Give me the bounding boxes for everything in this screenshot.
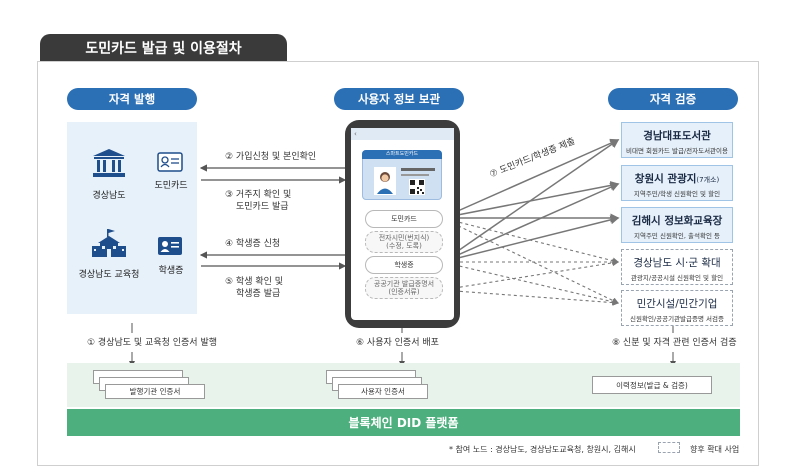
phone-chip-residence[interactable]: 전자시민(번지식) (수정, 도록)	[365, 231, 443, 253]
phone-chip-public-cert[interactable]: 공공기관 발급증명서 (인증서류)	[365, 277, 443, 299]
step-3-label-line1: ③ 거주지 확인 및	[225, 190, 292, 200]
verifier-changwon-title: 창원시 관광지	[634, 173, 697, 185]
verifier-gimhae-sub: 지역주민 신원확인, 출석확인 등	[633, 232, 720, 240]
issuer-domin-card-label: 도민카드	[154, 181, 188, 191]
verifier-changwon-suffix: (7개소)	[696, 176, 720, 184]
phone-chip-residence-line2: (수정, 도록)	[386, 242, 422, 250]
issuer-gyeongnam-label: 경상남도	[92, 191, 126, 201]
verifier-sigun-sub: 관광지/공공시설 신원확인 및 할인	[630, 274, 724, 282]
id-card-icon	[157, 152, 183, 172]
phone-chip-public-line2: (인증서류)	[388, 288, 420, 296]
page-title: 도민카드 발급 및 이용절차	[40, 34, 287, 61]
card-text-line	[401, 174, 429, 176]
verifier-gimhae-title: 김해시 정보화교육장	[631, 215, 723, 227]
step-4-label: ④ 학생증 신청	[225, 239, 281, 249]
verifier-changwon-sub: 지역주민/학생 신원확인 및 할인	[633, 190, 721, 198]
verifier-sigun-expansion: 경상남도 시·군 확대 관광지/공공시설 신원확인 및 할인	[621, 249, 733, 285]
phone-status-bar: ‹	[351, 128, 454, 140]
verifier-library-sub: 비대면 회원카드 발급/전자도서관이용	[625, 147, 728, 155]
card-text-line	[401, 168, 435, 171]
future-legend-label: 향후 확대 사업	[690, 445, 740, 454]
user-cert-card: 사용자 인증서	[338, 384, 428, 399]
step-6-label: ⑥ 사용자 인증서 배포	[356, 338, 439, 348]
verifier-gimhae: 김해시 정보화교육장 지역주민 신원확인, 출석확인 등	[621, 207, 733, 243]
verifier-private-title: 민간시설/민간기업	[636, 298, 718, 310]
step-3-label-line2: 도민카드 발급	[236, 202, 289, 212]
column-header-issue: 자격 발행	[67, 88, 197, 110]
verifier-sigun-title: 경상남도 시·군 확대	[633, 257, 721, 269]
step-8-label: ⑧ 신분 및 자격 관련 인증서 검증	[612, 338, 737, 348]
student-id-icon	[158, 237, 182, 255]
phone-chip-public-line1: 공공기관 발급증명서	[373, 280, 435, 288]
issuer-edu-office-label: 경상남도 교육청	[78, 270, 140, 280]
diagram-frame	[37, 61, 759, 466]
step-2-label: ② 가입신청 및 본인확인	[225, 152, 317, 162]
history-card: 이력정보(발급 & 검증)	[592, 376, 712, 394]
phone-chip-student-id[interactable]: 학생증	[365, 256, 443, 274]
issuer-student-id-label: 학생증	[158, 266, 184, 276]
verifier-private-sub: 신원확인/공공기관발급증명 서검증	[630, 315, 724, 323]
step-1-label: ① 경상남도 및 교육청 인증서 발행	[87, 338, 218, 348]
verifier-private-sector: 민간시설/민간기업 신원확인/공공기관발급증명 서검증	[621, 290, 733, 326]
verifier-changwon: 창원시 관광지(7개소) 지역주민/학생 신원확인 및 할인	[621, 165, 733, 201]
participating-nodes-note: * 참여 노드 : 경상남도, 경상남도교육청, 창원시, 김해시	[449, 445, 636, 454]
step-5-label-line1: ⑤ 학생 확인 및	[225, 277, 284, 287]
smart-card-header: 스마트도민카드	[362, 150, 442, 159]
issuer-cert-card: 발행기관 인증서	[105, 384, 205, 399]
future-legend-swatch	[658, 442, 680, 453]
qr-code-icon	[409, 179, 425, 195]
did-platform-bar: 블록체인 DID 플랫폼	[67, 409, 740, 436]
phone-chip-domin-card[interactable]: 도민카드	[365, 210, 443, 228]
step-5-label-line2: 학생증 발급	[236, 289, 281, 299]
user-avatar-icon	[374, 167, 396, 195]
verifier-library-title: 경남대표도서관	[643, 130, 711, 142]
phone-chip-residence-line1: 전자시민(번지식)	[378, 234, 430, 242]
verifier-library: 경남대표도서관 비대면 회원카드 발급/전자도서관이용	[621, 122, 733, 158]
government-building-icon	[93, 149, 125, 177]
school-building-icon	[92, 229, 126, 257]
column-header-store: 사용자 정보 보관	[334, 88, 464, 110]
column-header-verify: 자격 검증	[608, 88, 738, 110]
